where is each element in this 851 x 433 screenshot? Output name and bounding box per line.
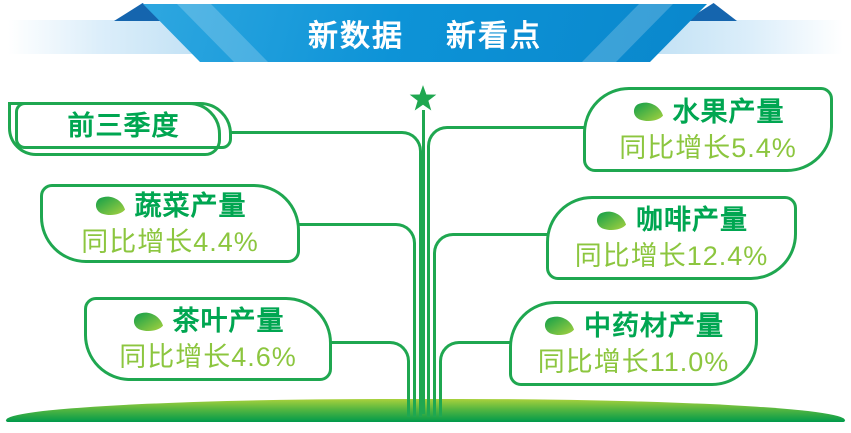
growth-value: 12.4% — [686, 241, 769, 271]
connector-herb — [439, 341, 515, 417]
stat-card-fruit: 水果产量 同比增长 5.4% — [583, 87, 833, 172]
stat-card-herb: 中药材产量 同比增长 11.0% — [509, 301, 758, 386]
growth-label: 同比增长 — [619, 132, 732, 163]
stat-card-tea: 茶叶产量 同比增长 4.6% — [84, 297, 332, 381]
ground-hill — [6, 399, 845, 422]
stat-title: 咖啡产量 — [636, 205, 748, 235]
stat-card-vegetable: 蔬菜产量 同比增长 4.4% — [40, 184, 300, 263]
page-title-part2: 新看点 — [446, 20, 542, 53]
period-label: 前三季度 — [67, 110, 180, 141]
growth-label: 同比增长 — [81, 226, 194, 257]
page-title: 新数据 新看点 — [143, 4, 707, 62]
leaf-icon — [596, 211, 627, 230]
growth-value: 4.4% — [193, 226, 259, 257]
stat-title: 水果产量 — [672, 96, 785, 127]
connector-tea — [330, 341, 410, 417]
connector-fruit — [427, 126, 588, 417]
growth-value: 5.4% — [731, 132, 797, 163]
stat-title: 中药材产量 — [584, 310, 724, 341]
growth-label: 同比增长 — [574, 241, 687, 271]
leaf-icon — [544, 316, 575, 335]
stat-card-coffee: 咖啡产量 同比增长 12.4% — [546, 196, 797, 280]
connector-vegetable — [298, 223, 416, 417]
leaf-icon — [133, 312, 163, 331]
page-title-part1: 新数据 — [308, 20, 404, 53]
stem-line — [422, 110, 425, 414]
title-banner: 新数据 新看点 — [143, 4, 707, 62]
leaf-icon — [95, 196, 125, 215]
stat-title: 茶叶产量 — [172, 306, 285, 336]
stat-title: 蔬菜产量 — [134, 190, 247, 221]
growth-value: 11.0% — [649, 346, 730, 377]
growth-value: 4.6% — [231, 342, 297, 372]
growth-label: 同比增长 — [537, 346, 650, 377]
growth-label: 同比增长 — [119, 342, 232, 372]
period-card: 前三季度 — [8, 102, 232, 156]
star-icon — [409, 85, 437, 111]
leaf-icon — [633, 102, 663, 121]
connector-period — [230, 131, 422, 417]
connector-coffee — [433, 233, 552, 417]
